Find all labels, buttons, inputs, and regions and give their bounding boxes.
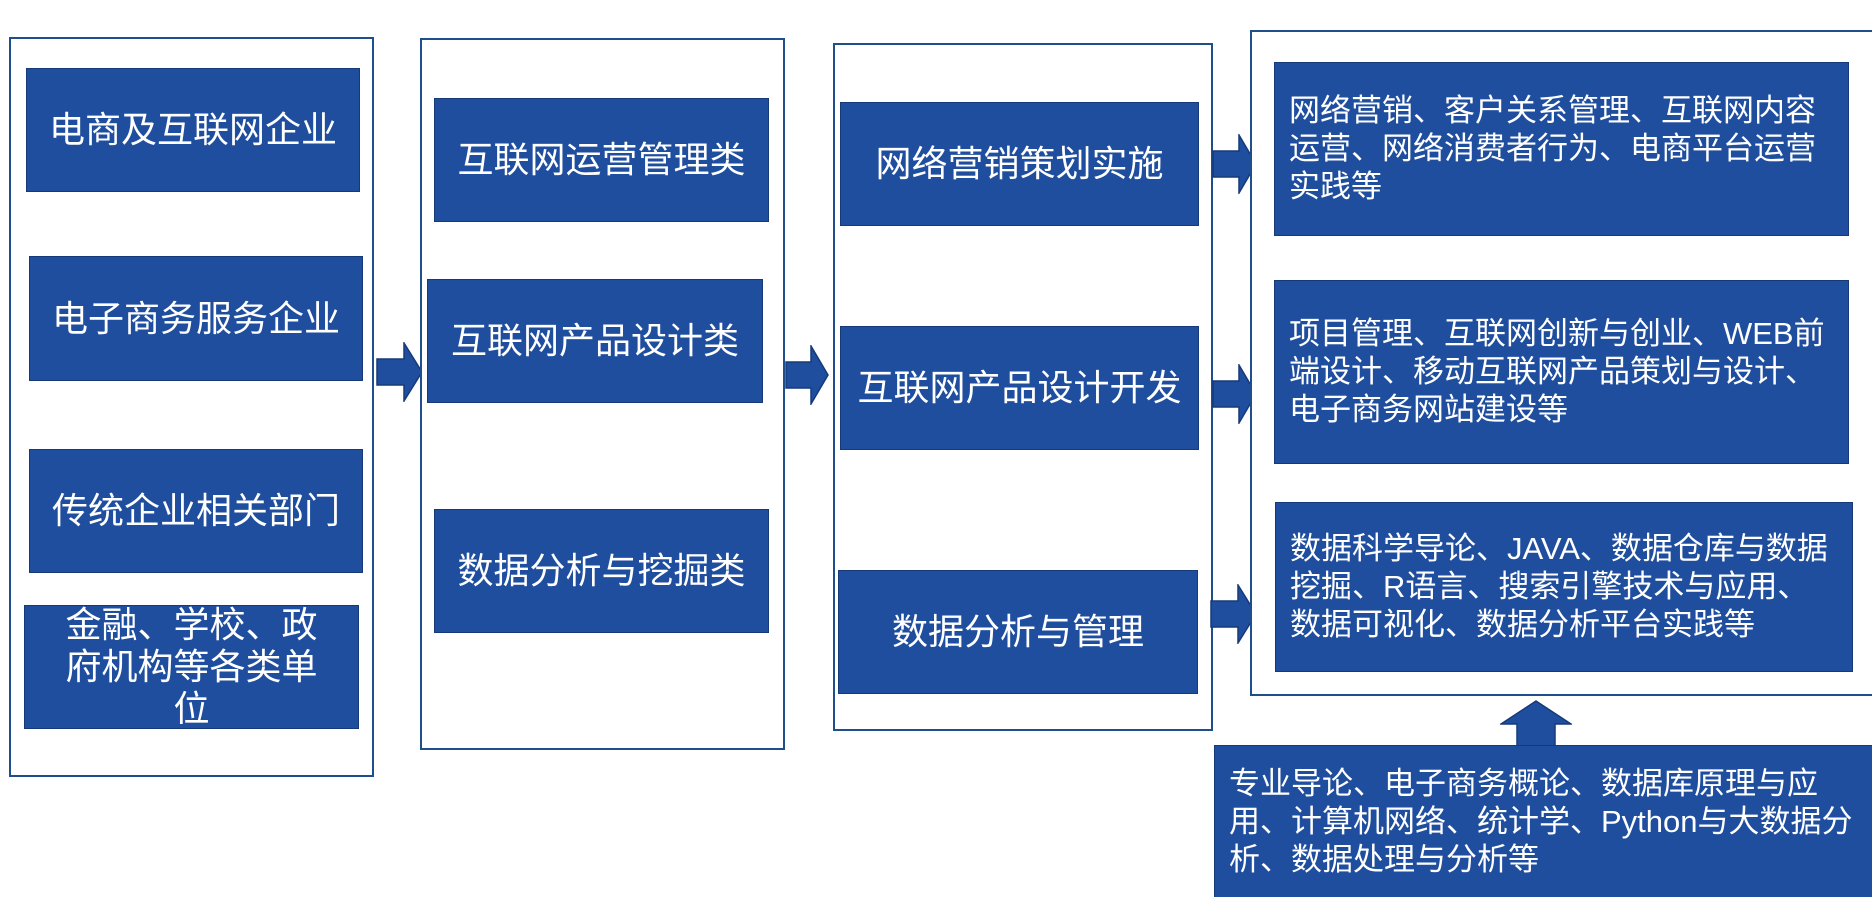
ability-label-1: 网络营销策划实施 [875, 143, 1164, 184]
employer-box-2: 电子商务服务企业 [29, 256, 363, 381]
ability-label-2: 互联网产品设计开发 [857, 367, 1182, 408]
position-label-1: 互联网运营管理类 [457, 139, 746, 180]
employer-box-4: 金融、学校、政府机构等各类单位 [24, 604, 359, 729]
employer-label-2: 电子商务服务企业 [51, 297, 340, 339]
arrow-right-icon [1212, 364, 1257, 424]
employer-box-1: 电商及互联网企业 [26, 68, 360, 192]
ability-box-2: 互联网产品设计开发 [840, 326, 1199, 450]
course-box-2: 项目管理、互联网创新与创业、WEB前端设计、移动互联网产品策划与设计、电子商务网… [1274, 280, 1849, 464]
foundation-courses-label: 专业导论、电子商务概论、数据库原理与应用、计算机网络、统计学、Python与大数… [1229, 765, 1853, 877]
position-box-1: 互联网运营管理类 [434, 98, 769, 222]
arrow-right-icon [1210, 584, 1257, 644]
employer-label-3: 传统企业相关部门 [51, 490, 340, 531]
employer-label-1: 电商及互联网企业 [48, 109, 337, 150]
ability-label-3: 数据分析与管理 [891, 611, 1144, 652]
position-box-3: 数据分析与挖掘类 [434, 509, 769, 633]
course-box-3: 数据科学导论、JAVA、数据仓库与数据挖掘、R语言、搜索引擎技术与应用、数据可视… [1275, 502, 1853, 672]
arrow-right-icon [1212, 134, 1257, 194]
course-label-3: 数据科学导论、JAVA、数据仓库与数据挖掘、R语言、搜索引擎技术与应用、数据可视… [1290, 531, 1828, 642]
course-label-2: 项目管理、互联网创新与创业、WEB前端设计、移动互联网产品策划与设计、电子商务网… [1289, 316, 1825, 427]
course-box-1: 网络营销、客户关系管理、互联网内容运营、网络消费者行为、电商平台运营实践等 [1274, 62, 1849, 236]
arrow-up-icon [1500, 700, 1572, 748]
arrow-right-icon [785, 345, 829, 405]
position-label-3: 数据分析与挖掘类 [457, 550, 746, 591]
arrow-right-icon [376, 342, 423, 402]
foundation-courses-box: 专业导论、电子商务概论、数据库原理与应用、计算机网络、统计学、Python与大数… [1214, 745, 1872, 897]
course-label-1: 网络营销、客户关系管理、互联网内容运营、网络消费者行为、电商平台运营实践等 [1289, 93, 1816, 204]
employer-box-3: 传统企业相关部门 [29, 449, 363, 573]
position-label-2: 互联网产品设计类 [450, 320, 739, 361]
ability-box-3: 数据分析与管理 [838, 570, 1198, 694]
position-box-2: 互联网产品设计类 [427, 279, 763, 403]
employer-label-4: 金融、学校、政府机构等各类单位 [65, 604, 318, 729]
ability-box-1: 网络营销策划实施 [840, 102, 1199, 226]
